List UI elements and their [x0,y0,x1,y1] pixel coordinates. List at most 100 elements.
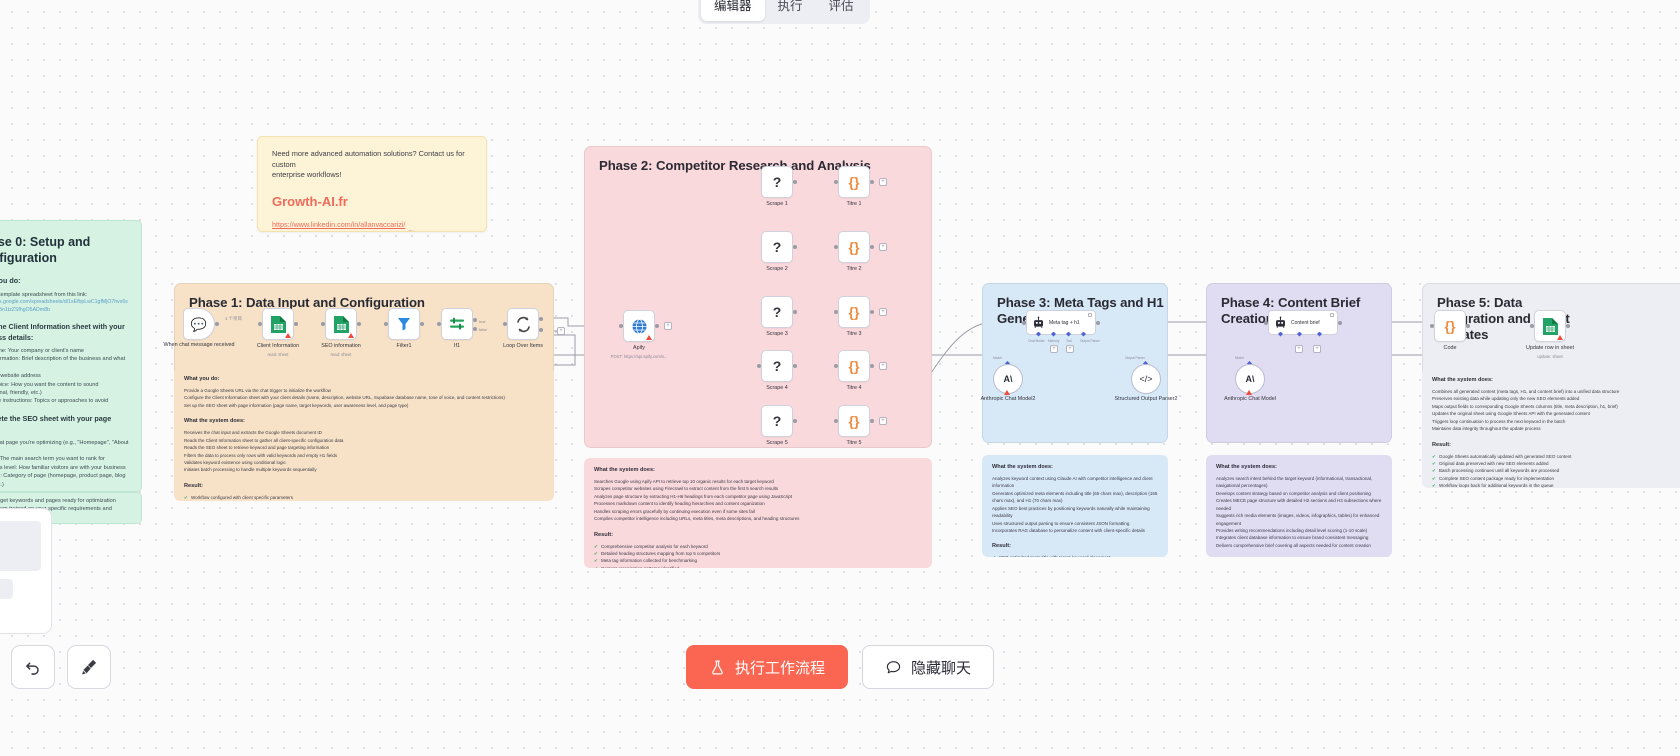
node-scrape-5[interactable]: ? Scrape 5 [761,405,797,446]
output-port[interactable] [1566,324,1570,328]
output-port[interactable] [1096,320,1100,325]
code-node-box[interactable]: {} [1430,310,1470,342]
port-chat-model[interactable] [1278,331,1283,337]
output-port[interactable] [1338,320,1342,325]
port-output-parser[interactable] [1081,331,1086,337]
input-port[interactable] [384,322,388,326]
add-node-plus-button[interactable]: + [664,322,672,330]
undo-button[interactable] [11,645,55,689]
output-port-done[interactable] [539,316,543,321]
node-apify[interactable]: Apify POST: https://api.apify.com/v... [611,310,667,359]
add-node-plus-button[interactable]: + [557,327,565,335]
node-loop-over-items[interactable]: Loop Over Items [503,308,543,349]
anthropic-node-circle[interactable]: A\ [1235,364,1265,395]
input-port[interactable] [1264,320,1268,325]
input-port[interactable] [757,364,761,368]
scrape-node-box[interactable]: ? [761,231,797,263]
output-port[interactable] [793,419,797,423]
output-port[interactable] [870,245,874,249]
filter-node-box[interactable] [384,308,424,340]
input-port[interactable] [321,322,325,326]
phase3-group[interactable]: Phase 3: Meta Tags and H1 Generation [982,283,1168,443]
port-tool[interactable] [1066,331,1071,337]
node-seo-information[interactable]: SEO information read: sheet [321,308,361,357]
google-sheets-node-box[interactable] [321,308,361,340]
port-memory[interactable] [1297,331,1302,337]
node-titre-1[interactable]: {} Titre 1 [834,166,874,207]
input-port[interactable] [258,322,262,326]
add-subnode-plus-button[interactable]: + [1313,345,1321,353]
code-node-box[interactable]: {} [834,296,874,328]
phase1-group[interactable]: Phase 1: Data Input and Configuration [174,283,554,377]
port-memory[interactable] [1051,331,1056,337]
phase4-group[interactable]: Phase 4: Content Brief Creation [1206,283,1392,443]
ai-agent-node-box[interactable]: Content brief [1264,310,1342,337]
output-port-loop[interactable] [539,328,543,332]
chat-chip-2[interactable] [0,579,13,599]
input-port[interactable] [503,322,507,326]
add-node-plus-button[interactable]: + [879,308,887,316]
node-filter1[interactable]: Filter1 [384,308,424,349]
input-port[interactable] [834,364,838,368]
subnode-port[interactable] [1247,361,1252,366]
phase4-description[interactable]: What the system does: Analyzes search in… [1206,455,1392,557]
output-port[interactable] [655,324,659,328]
output-port[interactable] [793,310,797,314]
chat-panel[interactable] [0,508,52,634]
subnode-port[interactable] [1005,361,1010,366]
node-code[interactable]: {} Code [1430,310,1470,351]
phase2-group[interactable]: Phase 2: Competitor Research and Analysi… [584,146,932,448]
promo-linkedin-link-2[interactable]: https://www.linkedin.com/in/hugo-marinie… [272,230,472,231]
add-node-plus-button[interactable]: + [879,417,887,425]
input-port[interactable] [834,245,838,249]
promo-sticky-note[interactable]: Need more advanced automation solutions?… [257,136,487,232]
node-anthropic-chat-model2[interactable]: Model A\ Anthropic Chat Model2 [981,356,1036,402]
tab-executions[interactable]: 执行 [777,0,803,13]
input-port[interactable] [834,310,838,314]
output-port[interactable] [793,180,797,184]
phase5-description[interactable]: What the system does: Combines all gener… [1422,368,1680,488]
node-titre-4[interactable]: {} Titre 4 [834,350,874,391]
apify-node-box[interactable] [619,310,659,342]
phase0-template-link[interactable]: https://docs.google.com/spreadsheets/d/1… [0,299,128,313]
input-port[interactable] [1430,324,1434,328]
node-if1[interactable]: If1 [437,308,477,349]
output-port[interactable] [215,322,219,326]
node-when-chat-message-received[interactable]: 💬 When chat message received [163,308,235,348]
output-port[interactable] [793,245,797,249]
subnode-port[interactable] [1143,361,1148,366]
node-scrape-2[interactable]: ? Scrape 2 [761,231,797,272]
parser-node-circle[interactable]: </> [1131,364,1161,394]
output-port[interactable] [793,364,797,368]
add-node-plus-button[interactable]: + [879,362,887,370]
hide-chat-button[interactable]: 隐藏聊天 [862,645,995,689]
output-port-true[interactable] [473,317,477,322]
scrape-node-box[interactable]: ? [761,166,797,198]
output-port[interactable] [420,322,424,326]
phase3-description[interactable]: What the system does: Analyzes keyword c… [982,455,1168,557]
code-node-box[interactable]: {} [834,231,874,263]
scrape-node-box[interactable]: ? [761,405,797,437]
tab-evaluations[interactable]: 评估 [828,0,854,13]
input-port[interactable] [619,324,623,328]
node-anthropic-chat-model[interactable]: Model A\ Anthropic Chat Model [1224,356,1276,402]
input-port[interactable] [1530,324,1534,328]
output-port[interactable] [870,180,874,184]
port-chat-model[interactable] [1036,331,1041,337]
output-port[interactable] [870,364,874,368]
add-subnode-plus-button[interactable]: + [1050,345,1058,353]
code-node-box[interactable]: {} [834,350,874,382]
input-port[interactable] [834,180,838,184]
promo-linkedin-link-1[interactable]: https://www.linkedin.com/in/allanvaccari… [272,220,406,230]
code-node-box[interactable]: {} [834,405,874,437]
if-node-box[interactable] [437,308,477,340]
input-port[interactable] [437,322,441,326]
add-node-plus-button[interactable]: + [879,243,887,251]
node-titre-2[interactable]: {} Titre 2 [834,231,874,272]
node-content-brief[interactable]: Content brief [1264,310,1342,337]
code-node-box[interactable]: {} [834,166,874,198]
node-structured-output-parser2[interactable]: Output Parser </> Structured Output Pars… [1115,356,1178,402]
node-meta-tag-h1[interactable]: Meta tag + h1 [1022,310,1100,337]
output-port[interactable] [357,322,361,326]
